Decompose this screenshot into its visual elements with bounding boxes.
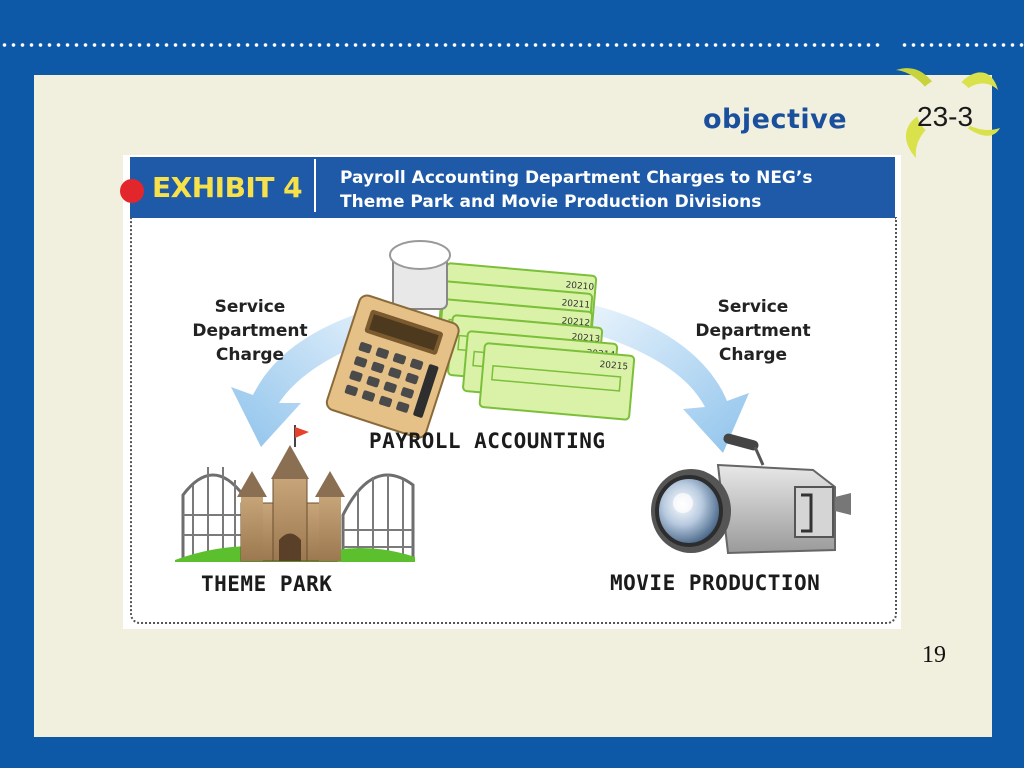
check-number: 20211 [561, 298, 590, 310]
right-arrow-label: Service Department Charge [695, 297, 811, 365]
exhibit-header: EXHIBIT 4 Payroll Accounting Department … [120, 157, 895, 218]
exhibit-label: EXHIBIT 4 [152, 171, 303, 204]
header-divider [314, 159, 316, 212]
right-arrow [585, 305, 749, 453]
left-arrow-label: Service Department Charge [192, 297, 308, 365]
calculator-icon [325, 240, 460, 439]
payroll-checks: 20210 20211 20212 20213 20214 20215 [437, 262, 636, 421]
payroll-accounting-label: PAYROLL ACCOUNTING [369, 429, 606, 453]
exhibit-figure: EXHIBIT 4 Payroll Accounting Department … [120, 155, 901, 629]
page-number: 19 [922, 642, 946, 668]
top-dotted-line-right [900, 40, 1024, 50]
diagram-canvas: 20210 20211 20212 20213 20214 20215 [175, 240, 851, 562]
theme-park-label: THEME PARK [201, 572, 333, 596]
theme-park-icon [175, 425, 415, 562]
swirl-logo-icon [896, 68, 1000, 158]
movie-production-label: MOVIE PRODUCTION [610, 571, 821, 595]
check-number: 20210 [565, 280, 595, 292]
exhibit-title: Payroll Accounting Department Charges to… [340, 168, 813, 212]
top-dotted-line [0, 40, 880, 50]
movie-camera-icon [651, 433, 851, 555]
exhibit-marker-icon [120, 179, 144, 203]
objective-number: 23-3 [917, 101, 974, 132]
objective-label: objective [703, 104, 848, 135]
diagram-frame [130, 217, 897, 624]
check-number: 20215 [599, 360, 628, 372]
